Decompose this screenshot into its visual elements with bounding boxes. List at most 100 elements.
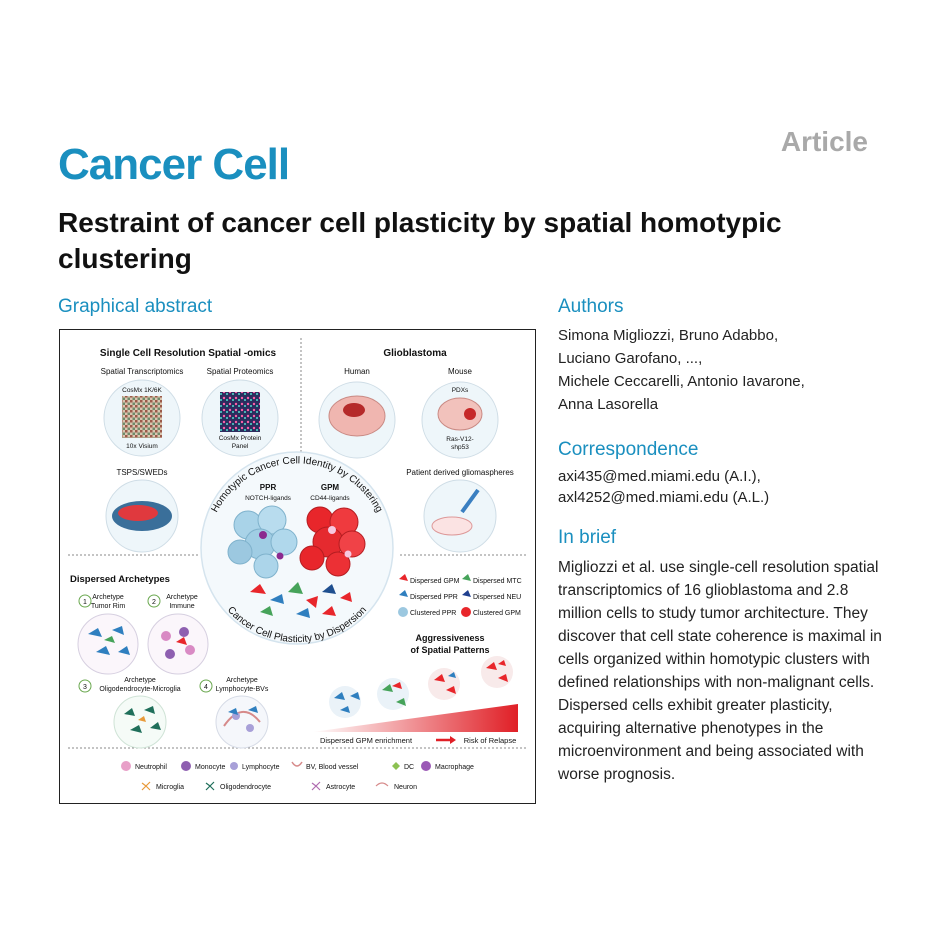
ppr-label: PPR [260,483,277,492]
spatial-omics-title: Single Cell Resolution Spatial -omics [100,348,277,359]
cosmx-1k6k-label: CosMx 1K/6K [122,387,162,394]
human-tumor-icon [343,403,365,417]
mouse-tumor-icon [464,408,476,420]
author-line: Michele Ceccarelli, Antonio Iavarone, [558,373,805,390]
archetype-1: 1 Archetype Tumor Rim [77,594,139,675]
author-line: Simona Migliozzi, Bruno Adabbo, [558,327,779,344]
archetype-2: 2 Archetype Immune [147,594,209,675]
lymphocyte-icon [230,762,238,770]
legend-neutrophil: Neutrophil [135,764,167,771]
correspondence-emails: axi435@med.miami.edu (A.I.), axl4252@med… [558,466,769,508]
svg-text:Archetype: Archetype [226,677,258,684]
svg-text:Lymphocyte-BVs: Lymphocyte-BVs [216,686,269,693]
petri-dish-icon [431,516,473,536]
svg-text:1: 1 [83,599,87,606]
monocyte-icon [181,761,191,771]
glioblastoma-title: Glioblastoma [383,348,447,359]
gliomaspheres-label: Patient derived gliomaspheres [406,468,514,477]
neutrophil-icon [121,761,131,771]
gliomaspheres-circle [423,479,497,553]
graphical-abstract-figure: Single Cell Resolution Spatial -omics Sp… [59,329,536,804]
article-type-label: Article [780,126,868,157]
email-link[interactable]: axl4252@med.miami.edu (A.L.) [558,489,770,506]
graphical-abstract-heading: Graphical abstract [58,296,213,317]
dispersed-mtc-icon [462,574,471,581]
microglia-icon [141,781,151,791]
tsps-label: TSPS/SWEDs [116,468,167,477]
astrocyte-icon [311,781,321,791]
clustered-gpm-icon [461,607,471,617]
legend-dc: DC [404,764,414,771]
legend-macrophage: Macrophage [435,764,474,771]
shp53-label: shp53 [451,444,469,451]
aggressiveness-clusters [329,656,513,718]
authors-heading: Authors [558,296,624,317]
dispersed-cells-mixture [250,582,352,618]
cell-state-legend: Dispersed GPM Dispersed MTC Dispersed PP… [398,574,522,617]
authors-list: Simona Migliozzi, Bruno Adabbo, Luciano … [558,324,898,416]
spatial-proteomics-label: Spatial Proteomics [207,367,274,376]
svg-text:Immune: Immune [169,603,194,610]
archetype-4: 4 Archetype Lymphocyte-BVs [199,677,269,749]
dispersed-archetypes-title: Dispersed Archetypes [70,574,170,585]
clustered-ppr-icon [398,607,408,617]
legend-dispersed-gpm: Dispersed GPM [410,578,460,585]
legend-dispersed-mtc: Dispersed MTC [473,578,522,585]
pdxs-label: PDXs [452,387,469,394]
dispersed-neu-icon [462,590,471,597]
legend-lymphocyte: Lymphocyte [242,764,280,771]
spatial-transcriptomics-label: Spatial Transcriptomics [101,367,184,376]
risk-gradient-bar [312,704,518,732]
legend-astrocyte: Astrocyte [326,784,355,791]
mouse-label: Mouse [448,367,473,376]
in-brief-heading: In brief [558,527,617,548]
svg-text:2: 2 [152,599,156,606]
cosmx-protein-image [220,392,260,432]
human-label: Human [344,367,370,376]
cosmx-tissue-image [122,396,162,438]
enrichment-label: Dispersed GPM enrichment [320,736,413,745]
gpm-label: GPM [321,483,340,492]
visium-label: 10x Visium [126,443,158,450]
spatial-patterns-label: of Spatial Patterns [410,645,489,655]
tsps-tumor-icon [118,505,158,521]
svg-text:Archetype: Archetype [92,594,124,601]
legend-neuron: Neuron [394,784,417,791]
svg-text:Tumor Rim: Tumor Rim [91,603,126,610]
dispersed-gpm-icon [399,574,408,581]
email-link[interactable]: axi435@med.miami.edu (A.I.), [558,468,761,485]
correspondence-heading: Correspondence [558,439,699,460]
paper-title: Restraint of cancer cell plasticity by s… [58,207,782,274]
legend-oligodendrocyte: Oligodendrocyte [220,784,271,791]
oligodendrocyte-icon [205,781,215,791]
cd44-label: CD44-ligands [310,495,350,502]
cosmx-protein-label: CosMx Protein [219,435,262,442]
journal-name: Cancer Cell [58,140,290,189]
legend-dispersed-neu: Dispersed NEU [473,594,521,601]
svg-text:4: 4 [204,684,208,691]
cell-type-legend: Neutrophil Monocyte Lymphocyte BV, Blood… [121,761,474,791]
ras-label: Ras-V12- [446,436,473,443]
svg-text:Archetype: Archetype [166,594,198,601]
pipette-icon [460,488,480,514]
mouse-brain-icon [437,397,483,431]
neuron-icon [375,782,389,787]
legend-dispersed-ppr: Dispersed PPR [410,594,458,601]
dispersed-ppr-icon [399,590,408,597]
legend-monocyte: Monocyte [195,764,225,771]
notch-label: NOTCH-ligands [245,495,292,502]
legend-clustered-gpm: Clustered GPM [473,610,521,617]
svg-text:3: 3 [83,684,87,691]
ppr-cell-cluster [227,505,298,579]
aggressiveness-label: Aggressiveness [415,633,484,643]
legend-microglia: Microglia [156,784,184,791]
legend-clustered-ppr: Clustered PPR [410,610,456,617]
blood-vessel-icon [291,761,303,767]
svg-text:Archetype: Archetype [124,677,156,684]
in-brief-text: Migliozzi et al. use single-cell resolut… [558,559,882,783]
author-line: Anna Lasorella [558,396,659,413]
arrow-right-icon [436,736,456,744]
relapse-label: Risk of Relapse [464,736,517,745]
dc-icon [392,762,400,770]
legend-bv: BV, Blood vessel [306,764,359,771]
